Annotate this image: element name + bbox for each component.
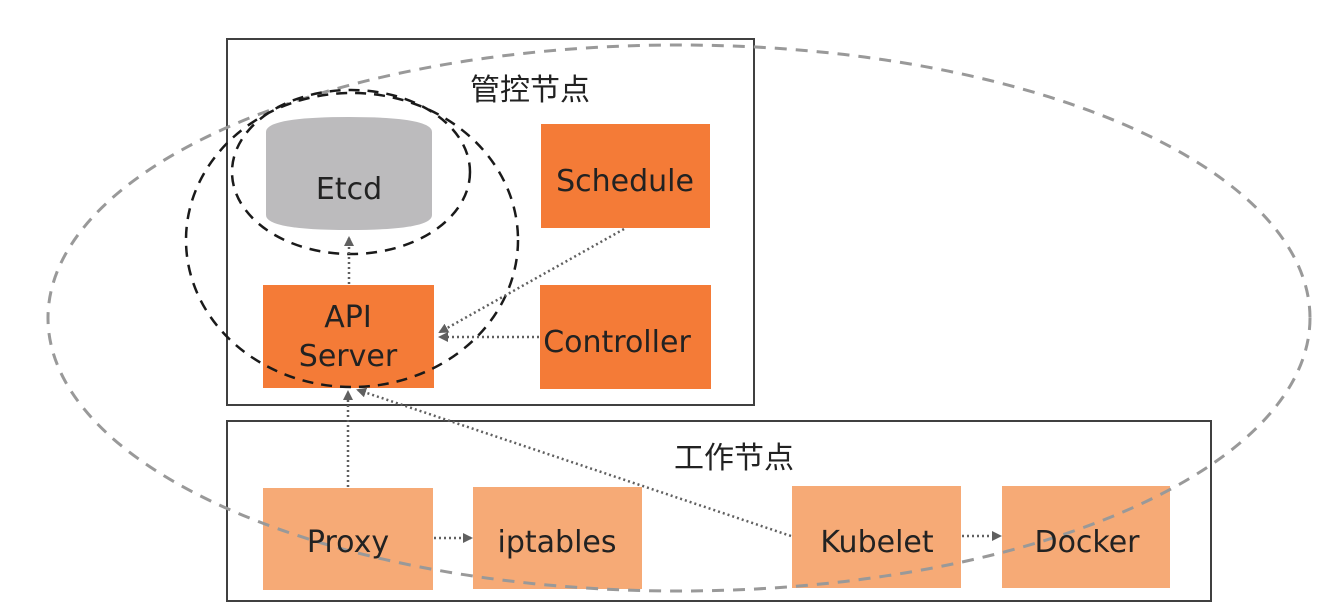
- api-server-label-line1: API: [324, 300, 371, 335]
- api-server-node[interactable]: [263, 285, 434, 388]
- schedule-node[interactable]: [541, 124, 710, 228]
- iptables-node[interactable]: [473, 487, 642, 589]
- edge-schedule-to-api: [438, 227, 625, 334]
- api-server-label-line2: Server: [299, 339, 398, 374]
- docker-label: Docker: [1034, 525, 1140, 560]
- kubelet-node[interactable]: [792, 486, 961, 588]
- etcd-label: Etcd: [316, 172, 382, 207]
- api-server-ellipse: [184, 91, 520, 389]
- controller-node[interactable]: [540, 285, 711, 389]
- proxy-label: Proxy: [307, 525, 389, 560]
- iptables-label: iptables: [498, 525, 617, 560]
- etcd-ellipse: [230, 88, 472, 256]
- worker-node-title: 工作节点: [674, 441, 794, 476]
- controller-label: Controller: [543, 325, 691, 360]
- control-plane-title: 管控节点: [470, 73, 590, 108]
- schedule-label: Schedule: [556, 164, 694, 199]
- kubelet-label: Kubelet: [820, 525, 933, 560]
- cluster-outer-ellipse: [46, 43, 1312, 593]
- edge-kubelet-to-api: [356, 387, 792, 538]
- etcd-node[interactable]: [266, 117, 432, 230]
- proxy-node[interactable]: [263, 488, 433, 590]
